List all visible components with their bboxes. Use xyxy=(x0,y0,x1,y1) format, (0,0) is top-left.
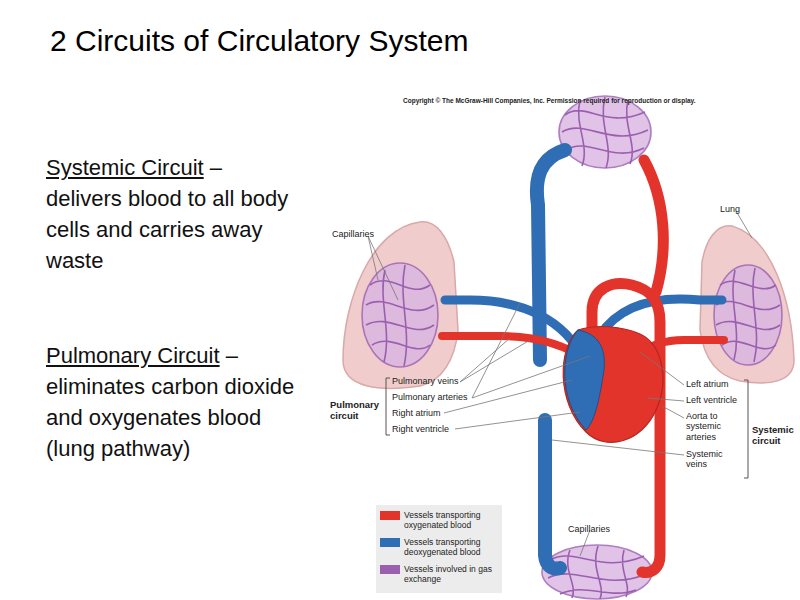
legend-text: Vessels involved in gas exchange xyxy=(404,564,500,584)
part-label: Capillaries xyxy=(332,229,392,239)
term-heading: Systemic Circuit xyxy=(46,155,204,180)
slide-title: 2 Circuits of Circulatory System xyxy=(50,24,468,58)
bullet-paragraph: Systemic Circuit– delivers blood to all … xyxy=(46,152,296,276)
leader-lines xyxy=(368,211,752,556)
legend-swatch xyxy=(380,538,400,547)
heart xyxy=(563,327,663,443)
part-label: Pulmonary arteries xyxy=(392,392,482,402)
part-label: Systemic veins xyxy=(686,449,736,470)
pulmonary-bracket xyxy=(386,378,390,435)
legend-text: Vessels transporting deoxygenated blood xyxy=(404,537,500,557)
part-label: Pulmonary veins xyxy=(392,376,482,386)
part-label: Right atrium xyxy=(392,408,482,418)
legend-swatch xyxy=(380,511,400,520)
part-label: Left ventricle xyxy=(686,395,748,405)
legend-text: Vessels transporting oxygenated blood xyxy=(404,510,500,530)
circuit-label: Systemic circuit xyxy=(752,425,798,447)
legend-swatch xyxy=(380,565,400,574)
systemic-bracket xyxy=(744,380,748,478)
part-label: Capillaries xyxy=(568,524,628,534)
part-label: Left atrium xyxy=(686,379,748,389)
part-label: Lung xyxy=(720,204,760,214)
bullet-paragraph: Pulmonary Circuit– eliminates carbon dio… xyxy=(46,340,296,464)
part-label: Aorta to systemic arteries xyxy=(686,411,748,442)
term-heading: Pulmonary Circuit xyxy=(46,343,220,368)
circuit-label: Pulmonary circuit xyxy=(330,400,384,422)
left-lung xyxy=(343,222,458,389)
copyright-note: Copyright © The McGraw-Hill Companies, I… xyxy=(403,97,793,104)
legend-box xyxy=(376,505,502,593)
part-label: Right ventricle xyxy=(392,424,482,434)
